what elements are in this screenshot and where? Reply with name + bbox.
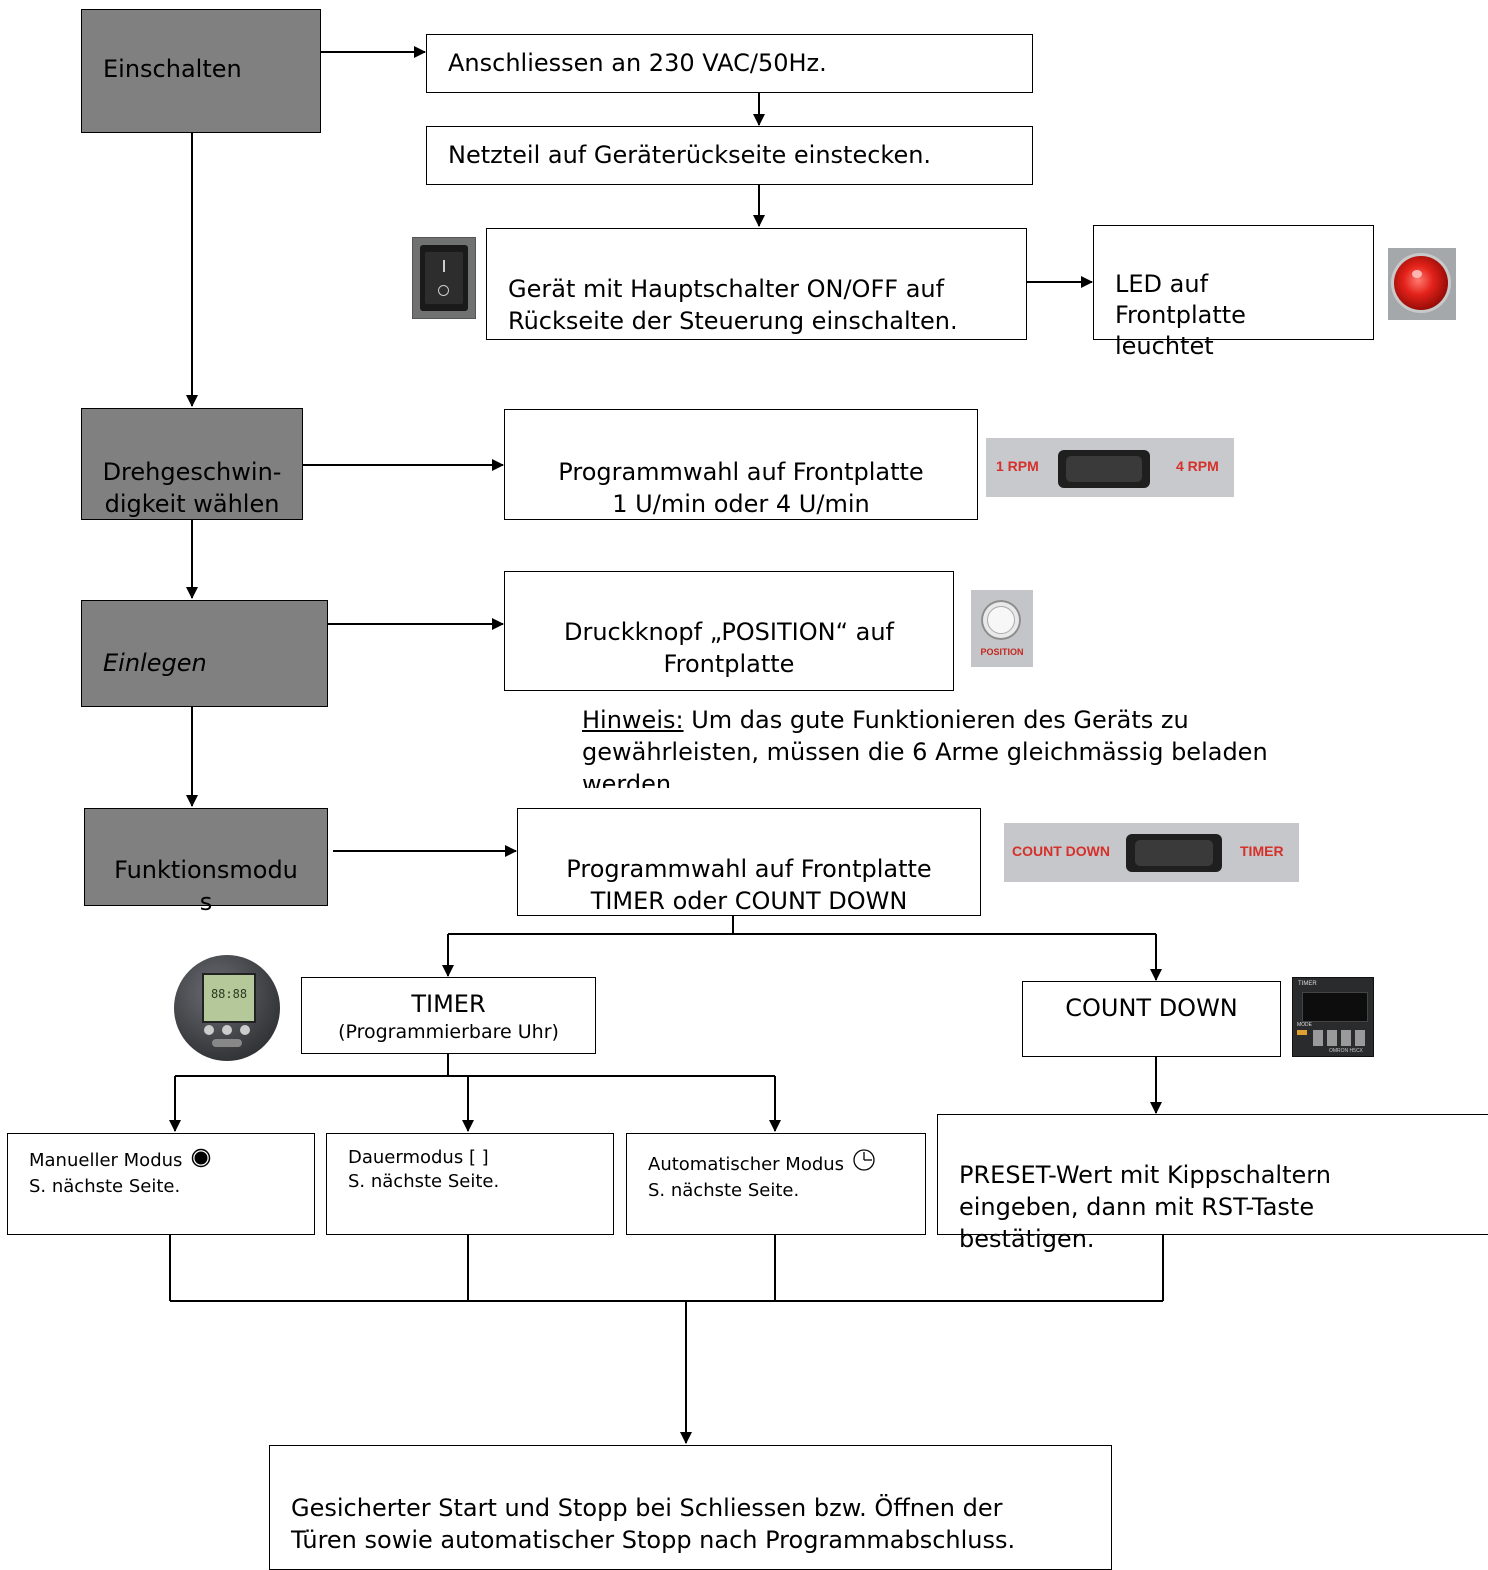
counter-device-brand: OMRON H5CX [1329,1048,1363,1054]
step-drehgeschwindigkeit: Drehgeschwin- digkeit wählen [81,408,303,520]
counter-device-photo: TIMER MODE OMRON H5CX [1292,977,1374,1057]
position-button-text: Druckknopf „POSITION“ auf Frontplatte [563,618,895,678]
box-speed-select: Programmwahl auf Frontplatte 1 U/min ode… [504,409,978,520]
box-position-button: Druckknopf „POSITION“ auf Frontplatte [504,571,954,691]
rocker-switch-photo [412,237,476,319]
note-text: Um das gute Funktionieren des Geräts zu … [582,706,1268,788]
step-einlegen: Einlegen [81,600,328,707]
preset-text: PRESET-Wert mit Kippschaltern eingeben, … [959,1161,1331,1253]
mode-automatic-title-row: Automatischer Modus [648,1148,925,1179]
step-einlegen-label: Einlegen [103,649,207,677]
timer-device-photo: 88:88 [174,955,280,1061]
mode-automatic-sub: S. nächste Seite. [648,1180,800,1201]
timer-subtitle: (Programmierbare Uhr) [338,1021,559,1043]
mode-manual-sub: S. nächste Seite. [29,1176,181,1197]
hauptschalter-text: Gerät mit Hauptschalter ON/OFF auf Rücks… [508,275,958,335]
led-text: LED auf Frontplatte leuchtet [1115,270,1246,360]
box-final: Gesicherter Start und Stopp bei Schliess… [269,1445,1112,1570]
note-label: Hinweis: [582,706,684,734]
box-countdown: COUNT DOWN [1022,981,1281,1057]
box-netzteil: Netzteil auf Geräterückseite einstecken. [426,126,1033,185]
position-photo-label: POSITION [980,647,1024,657]
mode-select-text: Programmwahl auf Frontplatte TIMER oder … [566,855,932,915]
clock-icon [852,1148,876,1179]
box-mode-manual: Manueller Modus S. nächste Seite. [7,1133,315,1235]
step-einschalten: Einschalten [81,9,321,133]
speed-select-text: Programmwahl auf Frontplatte 1 U/min ode… [558,458,924,518]
anschliessen-text: Anschliessen an 230 VAC/50Hz. [448,49,827,77]
box-mode-automatic: Automatischer Modus S. nächste Seite. [626,1133,926,1235]
mode-manual-title: Manueller Modus [29,1150,183,1171]
box-anschliessen: Anschliessen an 230 VAC/50Hz. [426,34,1033,93]
note-hinweis: Hinweis: Um das gute Funktionieren des G… [582,704,1312,788]
mode-continuous-title: Dauermodus [ ] [348,1147,489,1168]
rpm-left-label: 1 RPM [996,458,1039,474]
mode-switch-photo: COUNT DOWN TIMER [1004,823,1299,882]
step-drehgeschwindigkeit-label: Drehgeschwin- digkeit wählen [102,458,282,518]
mode-continuous-sub: S. nächste Seite. [348,1171,500,1192]
box-preset: PRESET-Wert mit Kippschaltern eingeben, … [937,1114,1488,1253]
countdown-title: COUNT DOWN [1065,994,1238,1022]
netzteil-text: Netzteil auf Geräterückseite einstecken. [448,141,932,169]
box-led: LED auf Frontplatte leuchtet [1093,225,1374,360]
mode-switch-right-label: TIMER [1240,843,1284,859]
step-einschalten-label: Einschalten [103,55,242,83]
filled-circle-icon [191,1148,211,1175]
rpm-switch-photo: 1 RPM 4 RPM [986,438,1234,497]
box-timer: TIMER (Programmierbare Uhr) [301,977,596,1054]
counter-device-top-label: TIMER [1298,981,1317,987]
red-led-photo [1388,248,1456,320]
timer-title: TIMER [411,990,486,1018]
timer-device-display: 88:88 [210,987,248,1001]
box-mode-select: Programmwahl auf Frontplatte TIMER oder … [517,808,981,916]
position-button-photo: POSITION [971,590,1033,667]
counter-device-mode-label: MODE [1297,1022,1312,1028]
rpm-right-label: 4 RPM [1176,458,1219,474]
step-funktionsmodus-label: Funktionsmodu s [114,856,298,916]
step-funktionsmodus: Funktionsmodu s [84,808,328,916]
mode-automatic-title: Automatischer Modus [648,1154,845,1175]
box-hauptschalter: Gerät mit Hauptschalter ON/OFF auf Rücks… [486,228,1027,340]
mode-manual-title-row: Manueller Modus [29,1148,314,1175]
box-mode-continuous: Dauermodus [ ] S. nächste Seite. [326,1133,614,1235]
final-text: Gesicherter Start und Stopp bei Schliess… [291,1494,1016,1554]
mode-switch-left-label: COUNT DOWN [1012,843,1110,859]
